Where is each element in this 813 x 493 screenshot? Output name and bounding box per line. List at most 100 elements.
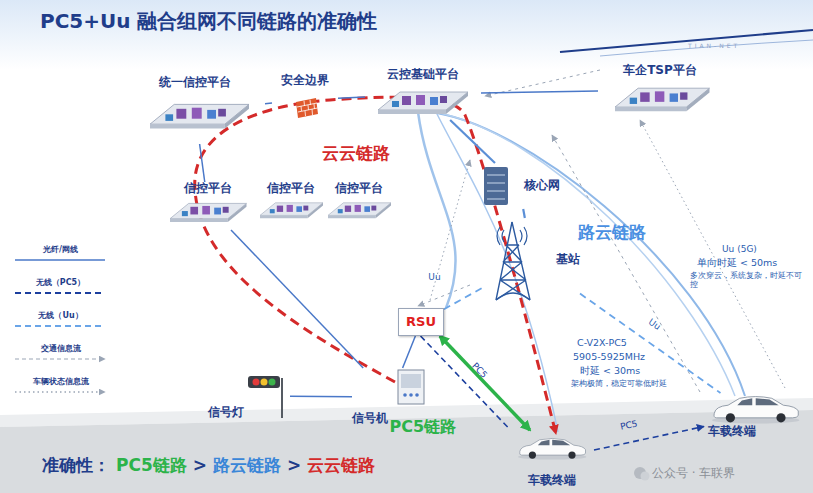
base-station-node: 基站	[485, 218, 580, 302]
road-cloud-flow	[434, 112, 735, 396]
spec-text: 5905-5925MHz	[573, 351, 645, 362]
vehicle-node: 车载终端	[510, 430, 594, 488]
platform-node: 车企TSP平台	[598, 64, 722, 116]
info-flow-arrow	[418, 70, 785, 392]
platform-node: 信控平台	[326, 182, 392, 230]
road-cloud-flow	[436, 112, 558, 432]
legend-sample	[11, 354, 111, 364]
legend-entry: 光纤/网线	[8, 244, 113, 265]
signal-controller-cabinet	[409, 393, 413, 397]
header-band	[0, 0, 813, 70]
link-name: 路云链路	[213, 455, 281, 475]
platform-icon	[170, 203, 247, 222]
spec-text: 单向时延 < 50ms	[697, 257, 777, 268]
legend-sample-line	[15, 325, 105, 327]
node-label: 基站	[556, 253, 580, 267]
link-label: PC5	[619, 420, 638, 433]
server-icon	[487, 175, 505, 199]
watermark: 公众号 · 车联界	[652, 466, 735, 480]
base-station-tower	[496, 293, 530, 300]
fiber-link	[265, 102, 272, 104]
spec-text: Uu (5G)	[722, 244, 757, 255]
node-label: 信控平台	[335, 182, 383, 196]
node-label: 信号机	[352, 412, 388, 426]
node-label: 车载终端	[708, 425, 756, 439]
link-name: 路云链路	[578, 222, 646, 242]
traffic-light	[248, 376, 280, 388]
base-station-tower	[496, 222, 530, 300]
signal-controller-cabinet	[398, 370, 424, 404]
fiber-link	[338, 97, 365, 98]
link-label: PC5	[470, 361, 489, 380]
wechat-icon	[634, 467, 650, 481]
vehicle-node: 车载终端	[704, 393, 802, 439]
firewall-icon	[296, 98, 318, 118]
traffic-light	[269, 379, 276, 386]
cloud-cloud-path	[195, 97, 556, 434]
firewall-icon	[296, 98, 318, 118]
car-icon	[518, 438, 586, 459]
server-icon	[484, 167, 508, 205]
legend-text: 无线（PC5）	[36, 277, 85, 288]
legend-text: 车辆状态信息流	[33, 376, 89, 387]
link-label: Uu	[428, 273, 440, 283]
road	[0, 410, 813, 493]
server-icon	[484, 167, 508, 205]
signal-controller-cabinet	[415, 393, 419, 397]
comparison-sign: >	[193, 455, 207, 475]
road	[0, 398, 813, 493]
info-flow-arrow	[418, 285, 470, 306]
signal-controller-cabinet	[398, 370, 424, 404]
legend-entry: 无线（PC5）	[8, 277, 113, 298]
comparison-sign: >	[287, 455, 301, 475]
fiber-link	[481, 91, 598, 93]
fiber-link	[403, 336, 416, 368]
legend-text: 无线（Uu）	[38, 310, 82, 321]
road-cloud-flow	[418, 112, 456, 308]
info-flow-arrow	[640, 120, 785, 388]
fiber-link	[523, 209, 525, 218]
node-label: 车企TSP平台	[623, 64, 697, 78]
fiber-link	[231, 230, 363, 368]
header-swoosh	[600, 40, 813, 56]
legend-text: 光纤/网线	[43, 244, 78, 255]
diagram-title: PC5+Uu 融合组网不同链路的准确性	[40, 8, 377, 35]
accuracy-heading: 准确性：	[42, 455, 110, 475]
link-name: PC5链路	[116, 455, 187, 475]
base-station-tower	[497, 227, 527, 245]
pc5-highlight-link	[440, 336, 530, 430]
firewall-node: 安全边界	[272, 74, 338, 126]
legend-sample-line	[15, 259, 105, 261]
platform-node: 云控基础平台	[365, 68, 481, 120]
platform-node: 信控平台	[158, 182, 258, 230]
link-label: Uu	[646, 318, 662, 333]
rsu-box: RSU	[398, 308, 444, 336]
traffic-light-node: 信号灯	[208, 372, 290, 420]
legend-entry: 无线（Uu）	[8, 310, 113, 331]
node-label: 云控基础平台	[387, 68, 459, 82]
legend-sample-line	[15, 292, 105, 294]
firewall-icon	[297, 100, 318, 116]
node-label: 安全边界	[281, 74, 329, 88]
platform-node: 信控平台	[258, 182, 324, 230]
legend-sample-line	[15, 391, 105, 393]
signal-controller-cabinet	[403, 393, 407, 397]
platform-icon	[150, 104, 249, 128]
info-flow-arrow	[552, 135, 700, 392]
legend-text: 交通信息流	[41, 343, 81, 354]
platform-node: 统一信控平台	[125, 76, 265, 144]
accuracy-line: 准确性：PC5链路>路云链路>云云链路	[42, 455, 375, 475]
spec-note: 架构极简，稳定可靠低时延	[571, 379, 671, 388]
link-label: PC5链路	[390, 418, 457, 436]
signal-controller-cabinet	[401, 374, 421, 388]
watermark-tag: TIAN-NET	[688, 42, 740, 49]
link-name: 云云链路	[322, 143, 390, 163]
traffic-light	[281, 378, 283, 418]
platform-icon	[260, 203, 323, 218]
spec-note: 多次穿云，系统复杂，时延不可控	[690, 271, 802, 289]
legend-sample	[11, 321, 111, 331]
road-cloud-flow	[428, 112, 745, 396]
platform-icon	[328, 203, 391, 218]
node-label: 信控平台	[184, 182, 232, 196]
